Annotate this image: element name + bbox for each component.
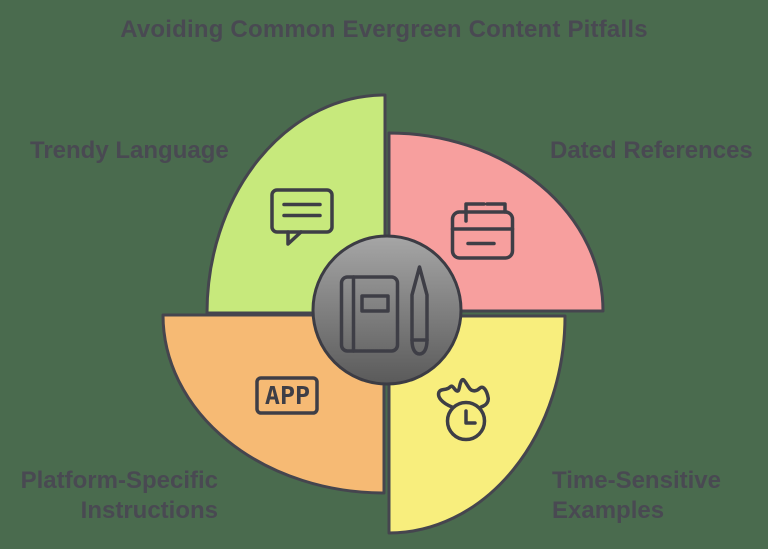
segment-label-trendy-language: Trendy Language <box>30 137 229 164</box>
clock-face <box>445 400 487 442</box>
clock-hands <box>464 409 477 425</box>
calendar-icon <box>450 202 515 260</box>
segment-label-platform-specific-instructions: Platform-Specific Instructions <box>0 466 218 526</box>
flame-clock-icon <box>436 377 490 442</box>
page-title: Avoiding Common Evergreen Content Pitfal… <box>120 16 648 43</box>
label-line: Platform-Specific <box>20 467 218 494</box>
segment-label-dated-references: Dated References <box>550 137 753 164</box>
label-line: Instructions <box>80 497 218 524</box>
label-line: Examples <box>552 497 665 524</box>
label-line: Time-Sensitive <box>552 467 721 494</box>
app-badge-text: APP <box>265 381 310 410</box>
notebook-and-pencil-icon <box>339 265 429 356</box>
app-badge-icon: APP <box>255 376 319 415</box>
speech-bubble-icon <box>270 188 334 246</box>
segment-label-time-sensitive-examples: Time-Sensitive Examples <box>552 466 721 526</box>
segment-platform-specific-instructions <box>161 313 386 495</box>
flame-icon <box>436 377 490 409</box>
segment-time-sensitive-examples <box>387 314 567 535</box>
center-hub <box>311 234 463 386</box>
